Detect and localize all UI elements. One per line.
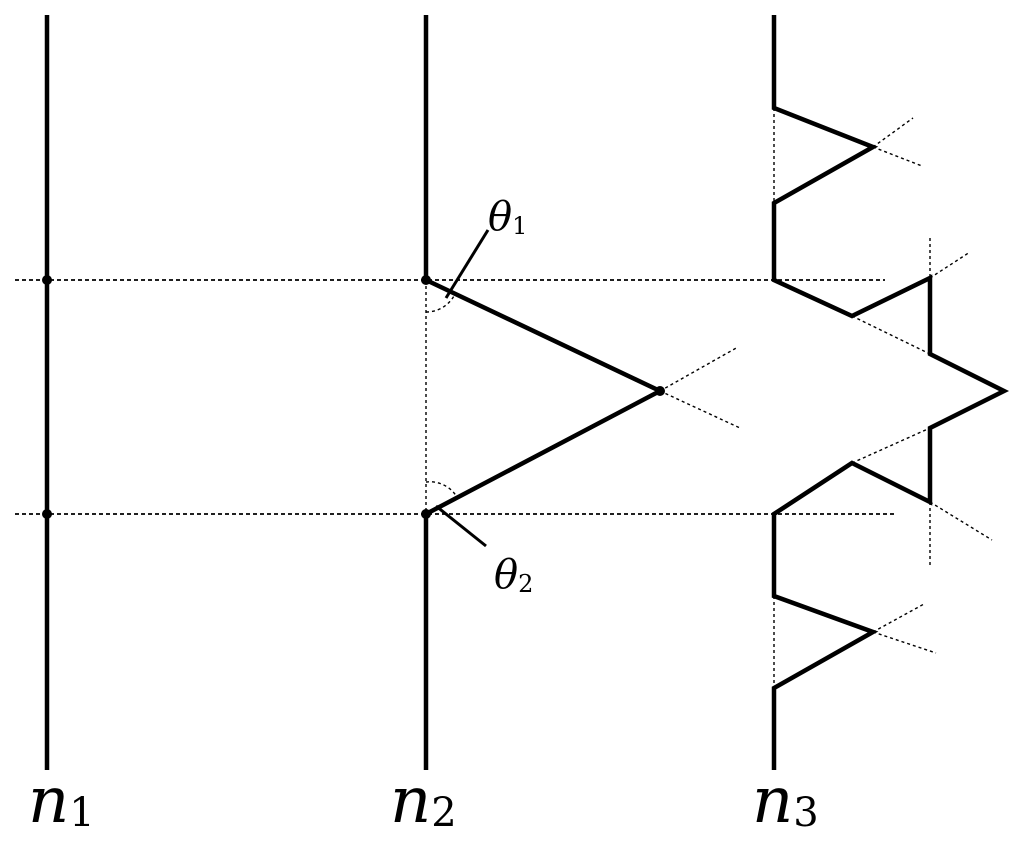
stage-n2-extension-up bbox=[659, 346, 739, 392]
stage-n2-label: n2 bbox=[390, 764, 457, 838]
stage-n1-upper-node bbox=[42, 275, 52, 285]
stage-n2-lower-node bbox=[421, 509, 431, 519]
stage-n3-ext-4b bbox=[872, 631, 937, 654]
stage-n2-curve bbox=[423, 15, 666, 770]
stage-n3-ext-4a bbox=[872, 603, 925, 633]
theta2-label: θ2 bbox=[494, 552, 533, 598]
stage-n3-ext-3b bbox=[929, 501, 993, 541]
stage-n3-curve bbox=[771, 15, 1010, 770]
stage-n1-lower-node bbox=[42, 509, 52, 519]
stage-n3-ext-1b bbox=[872, 146, 923, 167]
stage-n2 bbox=[421, 15, 741, 770]
stage-n2-apex-node bbox=[655, 386, 665, 396]
theta2-leader bbox=[435, 504, 487, 548]
theta1-label: θ1 bbox=[488, 194, 527, 240]
stage-n1 bbox=[42, 15, 52, 770]
stage-n1-label: n1 bbox=[28, 764, 95, 838]
stage-n3-ext-1a bbox=[872, 117, 914, 148]
theta1-leader bbox=[444, 229, 490, 299]
stage-n3 bbox=[771, 15, 1010, 770]
stage-n3-ext-3a bbox=[851, 427, 931, 464]
stage-n3-ext-2b bbox=[851, 315, 931, 355]
theta1-arc bbox=[425, 293, 456, 313]
stage-n3-ext-2a bbox=[929, 251, 971, 279]
stage-n2-upper-node bbox=[421, 275, 431, 285]
stage-n2-extension-down bbox=[659, 390, 741, 429]
stage-n3-label: n3 bbox=[752, 764, 819, 838]
theta2-arc bbox=[425, 481, 458, 498]
